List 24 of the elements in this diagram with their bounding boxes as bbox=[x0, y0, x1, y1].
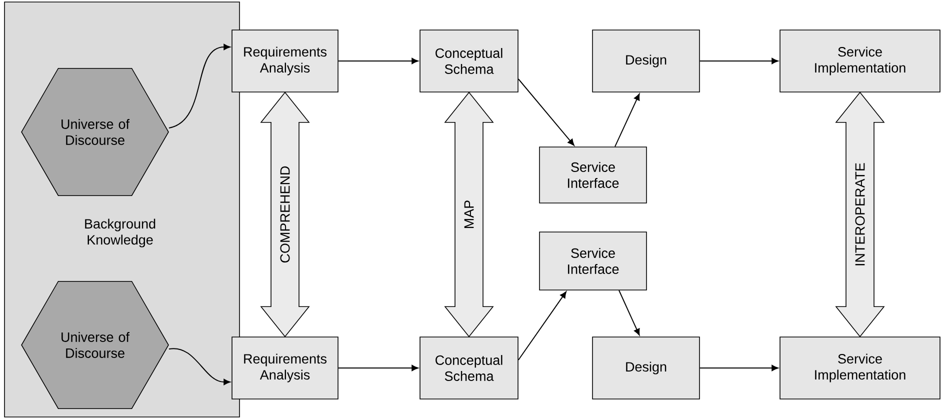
arrow bbox=[614, 94, 640, 148]
edge-label: INTEROPERATE bbox=[854, 161, 866, 268]
hexagon: Universe of Discourse bbox=[21, 280, 169, 410]
arrow bbox=[618, 290, 640, 336]
arrow bbox=[168, 44, 230, 128]
arrow bbox=[699, 58, 778, 64]
arrow bbox=[338, 364, 418, 372]
arrow bbox=[699, 364, 778, 372]
process-box: Conceptual Schema bbox=[420, 336, 518, 400]
process-box: Design bbox=[592, 30, 700, 92]
process-box: Requirements Analysis bbox=[232, 30, 338, 92]
arrow bbox=[518, 78, 574, 146]
arrow bbox=[518, 291, 566, 360]
hexagon: Universe of Discourse bbox=[21, 68, 169, 196]
process-box: Service Interface bbox=[539, 146, 647, 204]
process-box: Service Interface bbox=[539, 232, 647, 290]
process-box: Service Implementation bbox=[780, 336, 940, 400]
process-box: Requirements Analysis bbox=[232, 336, 338, 400]
process-box: Service Implementation bbox=[780, 30, 940, 92]
edge-label: COMPREHEND bbox=[279, 164, 291, 264]
process-box: Design bbox=[592, 336, 700, 400]
process-box: Conceptual Schema bbox=[420, 30, 518, 92]
arrow bbox=[338, 58, 418, 64]
arrow bbox=[168, 348, 230, 386]
